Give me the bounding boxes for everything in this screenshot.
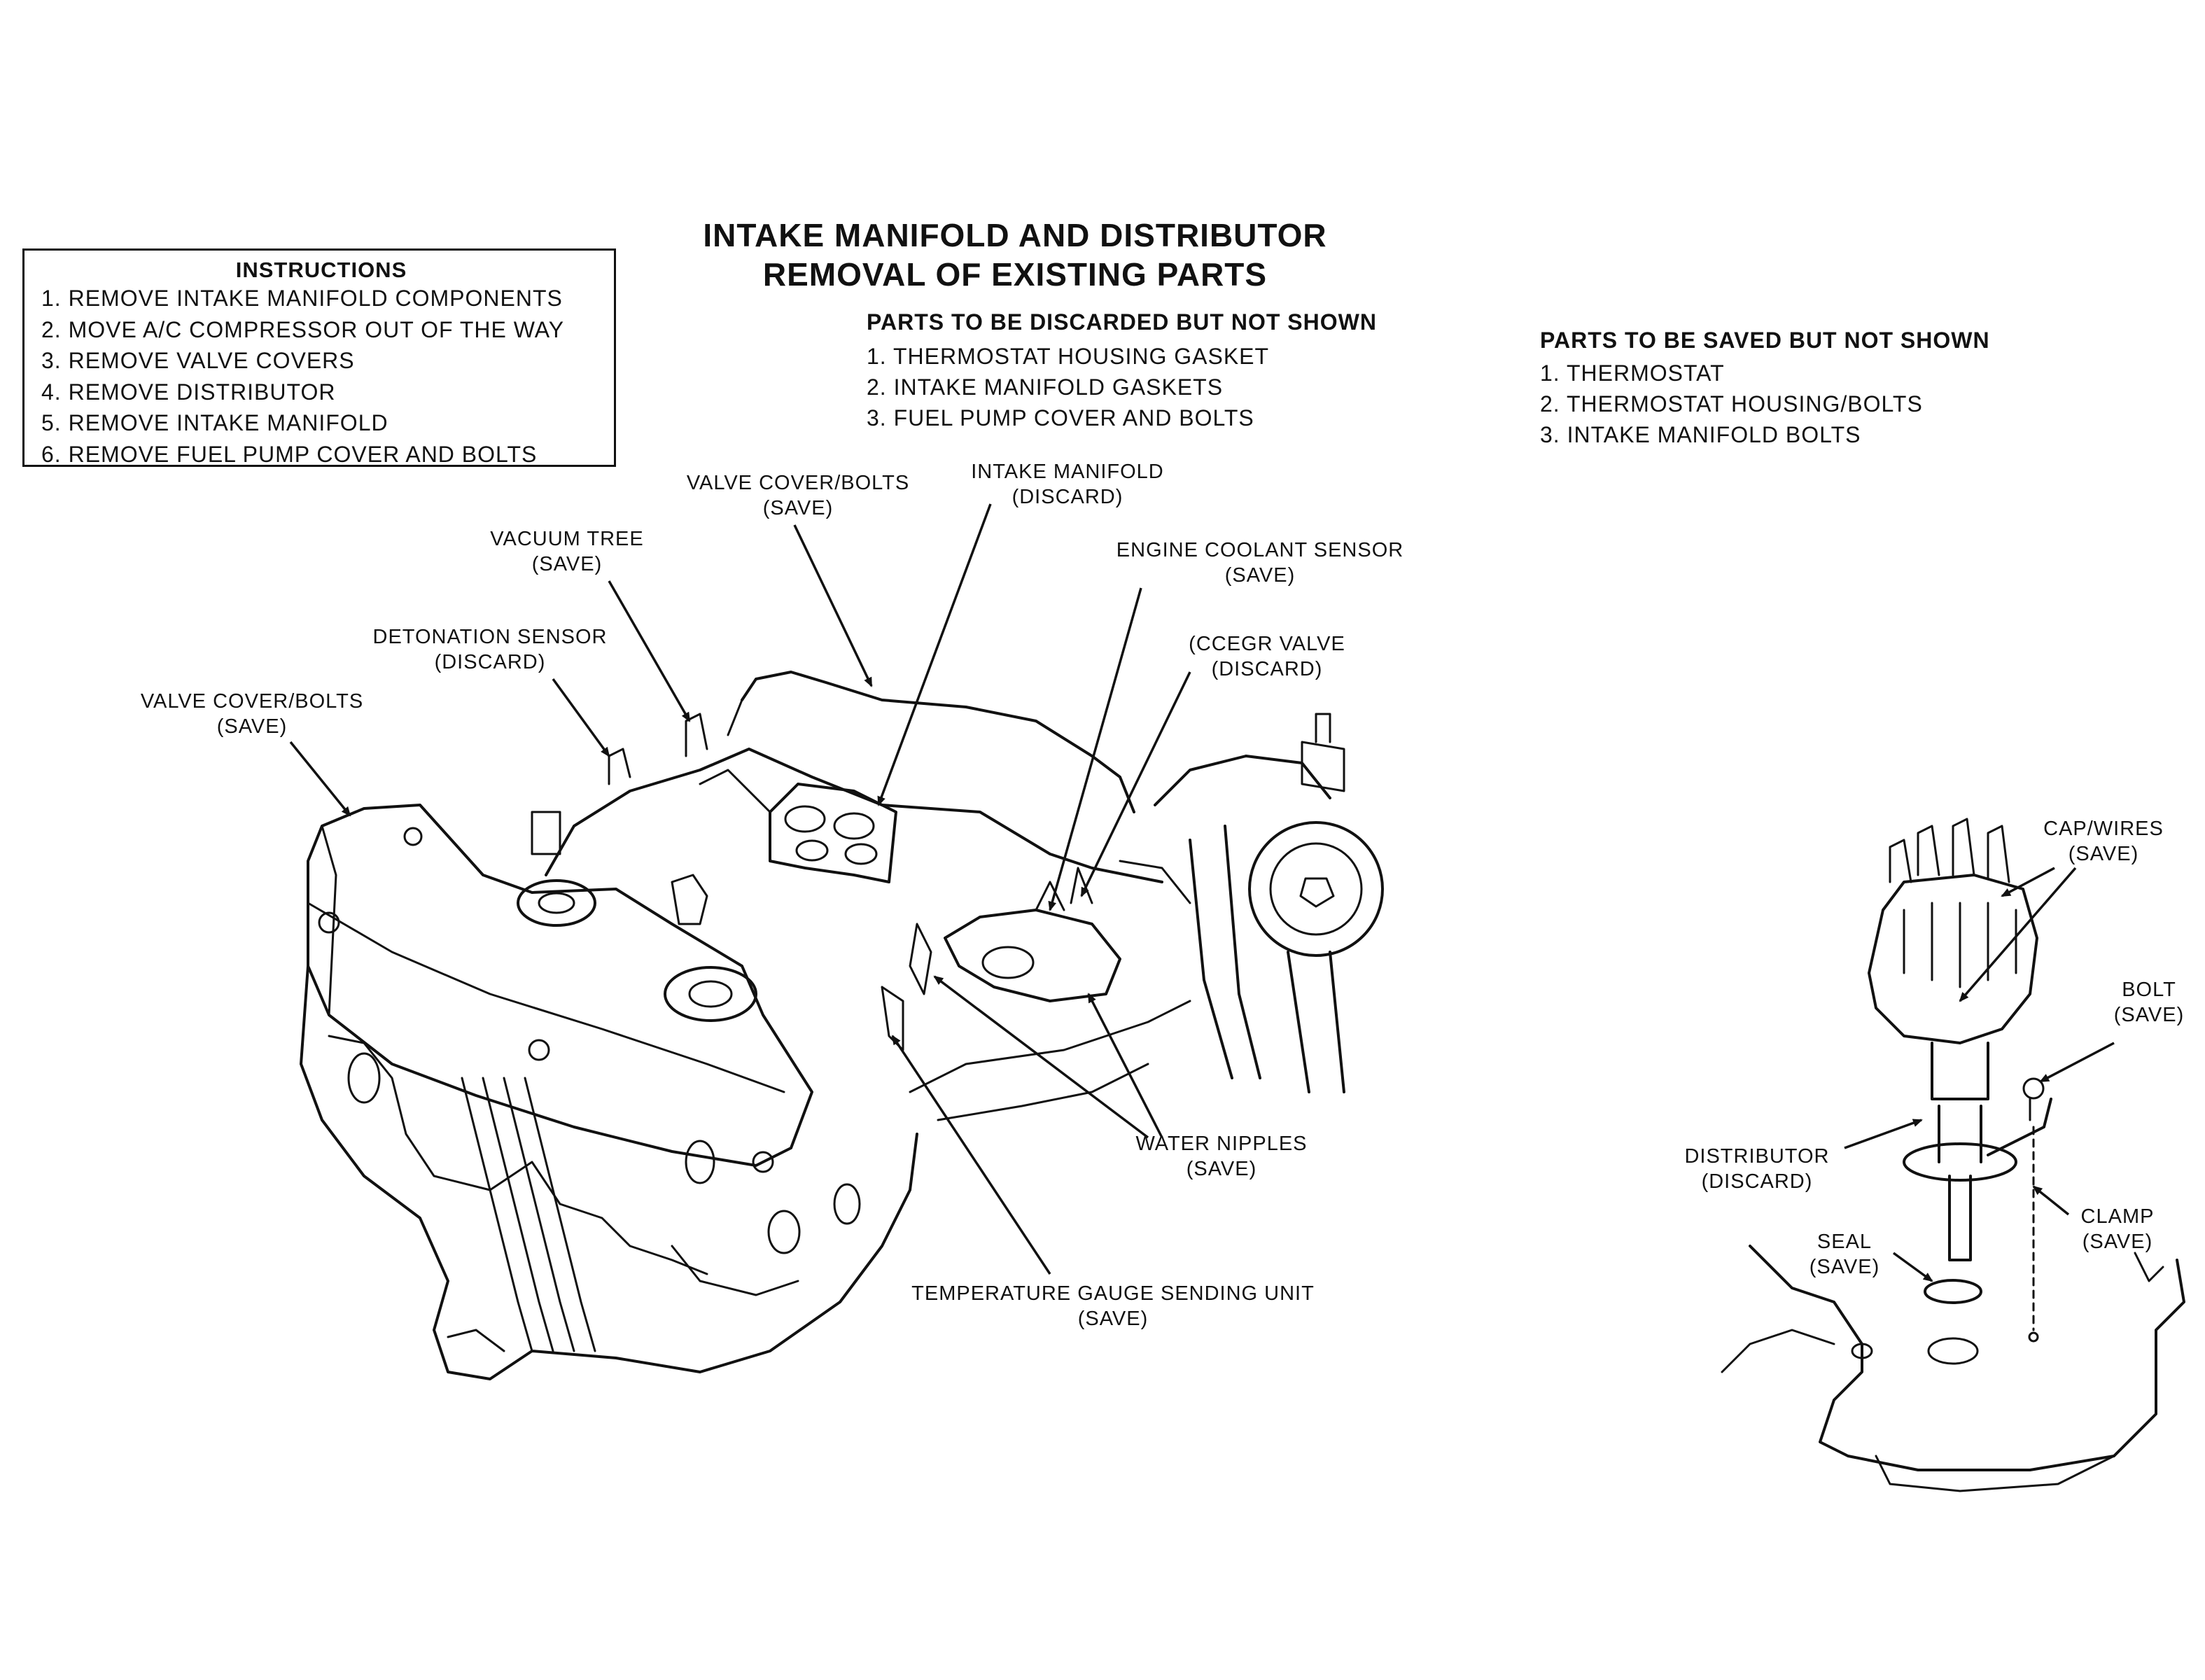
saved-item: 3. INTAKE MANIFOLD BOLTS: [1540, 422, 1861, 447]
leader-line: [1844, 1119, 1923, 1149]
label-text: (SAVE): [2113, 1004, 2185, 1026]
instruction-item: 4. REMOVE DISTRIBUTOR: [41, 379, 336, 405]
label-text: BOLT: [2122, 979, 2176, 1001]
callout-leaders: [289, 503, 2115, 1282]
label-text: CAP/WIRES: [2043, 818, 2164, 840]
label-text: DISTRIBUTOR: [1684, 1145, 1830, 1168]
label-temp-gauge: TEMPERATURE GAUGE SENDING UNIT (SAVE): [889, 1281, 1337, 1331]
saved-heading: PARTS TO BE SAVED BUT NOT SHOWN: [1540, 328, 1990, 353]
label-text: VALVE COVER/BOLTS: [140, 690, 364, 713]
saved-list: 1. THERMOSTAT 2. THERMOSTAT HOUSING/BOLT…: [1540, 358, 1990, 450]
discarded-item: 2. INTAKE MANIFOLD GASKETS: [867, 374, 1224, 400]
label-text: DETONATION SENSOR: [372, 626, 608, 648]
saved-item: 2. THERMOSTAT HOUSING/BOLTS: [1540, 391, 1923, 416]
leader-line: [793, 524, 873, 687]
label-cap-wires: CAP/WIRES (SAVE): [2030, 816, 2177, 867]
label-bolt: BOLT (SAVE): [2093, 977, 2205, 1028]
saved-parts-section: PARTS TO BE SAVED BUT NOT SHOWN 1. THERM…: [1540, 328, 1990, 450]
label-text: (DISCARD): [434, 651, 546, 673]
leader-line: [1080, 671, 1191, 897]
leader-line: [1048, 587, 1142, 911]
discarded-item: 1. THERMOSTAT HOUSING GASKET: [867, 344, 1270, 369]
label-text: (CCEGR VALVE: [1189, 633, 1345, 655]
instruction-item: 1. REMOVE INTAKE MANIFOLD COMPONENTS: [41, 286, 563, 311]
label-distributor: DISTRIBUTOR (DISCARD): [1666, 1144, 1848, 1194]
title-line-2: REMOVAL OF EXISTING PARTS: [762, 256, 1268, 293]
leader-line: [1892, 1252, 1933, 1282]
leader-line: [289, 741, 351, 817]
diagram-title: INTAKE MANIFOLD AND DISTRIBUTOR REMOVAL …: [630, 216, 1400, 294]
leader-line: [891, 1035, 1051, 1275]
label-valve-cover-top: VALVE COVER/BOLTS (SAVE): [672, 470, 924, 521]
label-ccegr-valve: (CCEGR VALVE (DISCARD): [1155, 631, 1379, 682]
leader-line: [933, 975, 1149, 1139]
label-text: (SAVE): [1809, 1256, 1880, 1278]
engine-block-drawing: [300, 671, 1384, 1380]
label-seal: SEAL (SAVE): [1792, 1229, 1897, 1280]
discarded-heading: PARTS TO BE DISCARDED BUT NOT SHOWN: [867, 309, 1377, 335]
instruction-item: 6. REMOVE FUEL PUMP COVER AND BOLTS: [41, 441, 538, 467]
label-text: (SAVE): [2068, 843, 2139, 865]
label-text: INTAKE MANIFOLD: [971, 461, 1164, 483]
label-text: WATER NIPPLES: [1135, 1133, 1308, 1155]
label-text: (DISCARD): [1011, 486, 1124, 508]
instructions-box: INSTRUCTIONS 1. REMOVE INTAKE MANIFOLD C…: [22, 248, 616, 467]
label-vacuum-tree: VACUUM TREE (SAVE): [462, 526, 672, 577]
label-text: (SAVE): [1077, 1308, 1149, 1330]
instruction-item: 2. MOVE A/C COMPRESSOR OUT OF THE WAY: [41, 316, 565, 342]
label-water-nipples: WATER NIPPLES (SAVE): [1113, 1131, 1330, 1182]
leader-line: [552, 678, 610, 757]
discarded-list: 1. THERMOSTAT HOUSING GASKET 2. INTAKE M…: [867, 341, 1377, 433]
instruction-item: 3. REMOVE VALVE COVERS: [41, 348, 355, 373]
label-text: SEAL: [1816, 1231, 1872, 1253]
leader-line: [877, 503, 992, 806]
label-text: (SAVE): [2082, 1231, 2153, 1253]
leader-line: [2039, 1042, 2115, 1083]
label-valve-cover-left: VALVE COVER/BOLTS (SAVE): [126, 689, 378, 739]
label-text: (DISCARD): [1701, 1170, 1813, 1193]
instructions-list: 1. REMOVE INTAKE MANIFOLD COMPONENTS 2. …: [41, 283, 614, 470]
instructions-heading: INSTRUCTIONS: [235, 258, 407, 282]
label-text: (SAVE): [762, 497, 834, 519]
instruction-item: 5. REMOVE INTAKE MANIFOLD: [41, 410, 388, 435]
label-text: (SAVE): [1224, 564, 1296, 587]
saved-item: 1. THERMOSTAT: [1540, 360, 1725, 386]
leader-line: [608, 580, 691, 722]
leader-line: [2032, 1185, 2070, 1216]
label-text: (DISCARD): [1211, 658, 1323, 680]
leader-line: [1959, 867, 2077, 1002]
label-detonation-sensor: DETONATION SENSOR (DISCARD): [357, 624, 623, 675]
title-line-1: INTAKE MANIFOLD AND DISTRIBUTOR: [703, 217, 1327, 253]
label-text: ENGINE COOLANT SENSOR: [1116, 539, 1404, 561]
discarded-parts-section: PARTS TO BE DISCARDED BUT NOT SHOWN 1. T…: [867, 309, 1377, 433]
label-text: (SAVE): [216, 715, 288, 738]
label-text: CLAMP: [2080, 1205, 2155, 1228]
label-engine-coolant-sensor: ENGINE COOLANT SENSOR (SAVE): [1092, 538, 1428, 588]
label-text: (SAVE): [1186, 1158, 1257, 1180]
label-intake-manifold: INTAKE MANIFOLD (DISCARD): [952, 459, 1183, 510]
label-text: VALVE COVER/BOLTS: [686, 472, 910, 494]
distributor-drawing: [1721, 818, 2185, 1492]
label-text: (SAVE): [531, 553, 603, 575]
label-clamp: CLAMP (SAVE): [2065, 1204, 2170, 1254]
label-text: VACUUM TREE: [490, 528, 644, 550]
label-text: TEMPERATURE GAUGE SENDING UNIT: [911, 1282, 1315, 1305]
discarded-item: 3. FUEL PUMP COVER AND BOLTS: [867, 405, 1254, 430]
leader-line: [1087, 993, 1163, 1138]
leader-line: [2001, 867, 2055, 897]
